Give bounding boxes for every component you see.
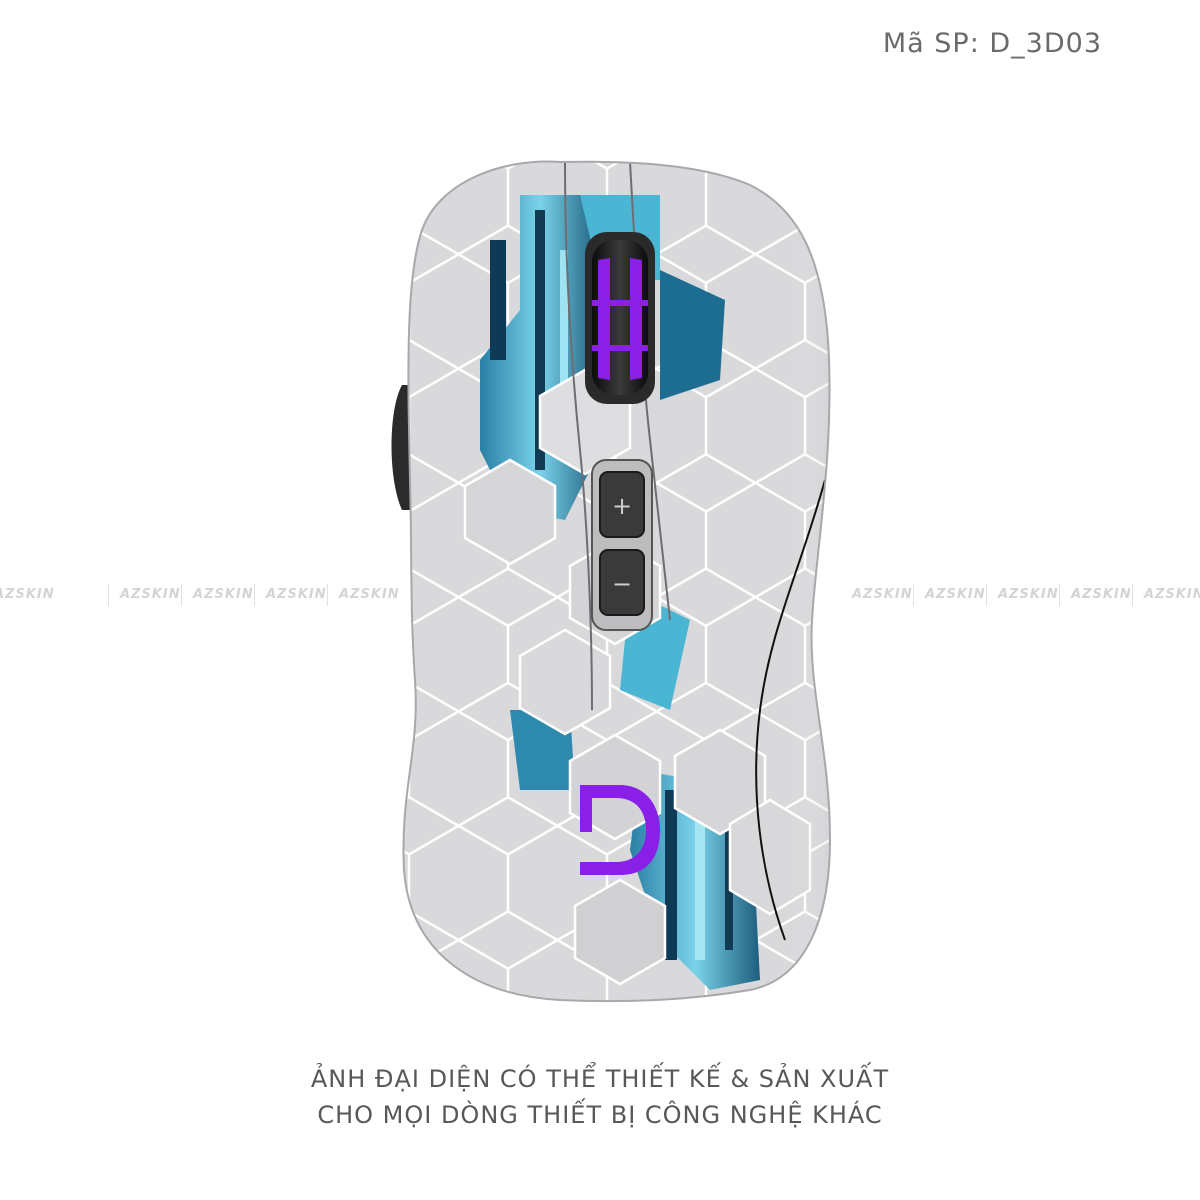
watermark-text: AZSKIN [120, 587, 181, 602]
plus-icon: + [612, 492, 632, 520]
watermark-divider [1059, 584, 1060, 606]
side-button-forward [391, 385, 412, 510]
watermark-text: AZSKIN [998, 587, 1059, 602]
watermark-divider [986, 584, 987, 606]
mouse-illustration: + − [391, 160, 832, 1003]
dpi-minus-button[interactable] [599, 549, 645, 616]
watermark-text: AZSKIN [266, 587, 327, 602]
watermark-text: AZSKIN [339, 587, 400, 602]
minus-icon: − [612, 570, 632, 598]
mouse-product-image: + − [330, 150, 870, 1050]
watermark-divider [1132, 584, 1133, 606]
watermark-text: AZSKIN [925, 587, 986, 602]
watermark-text: AZSKIN [193, 587, 254, 602]
scroll-wheel[interactable] [585, 232, 655, 404]
watermark-text: AZSKIN [0, 587, 55, 602]
watermark-divider [181, 584, 182, 606]
caption-line-2: CHO MỌI DÒNG THIẾT BỊ CÔNG NGHỆ KHÁC [317, 1101, 883, 1129]
product-code: Mã SP: D_3D03 [882, 28, 1102, 59]
caption-line-1: ẢNH ĐẠI DIỆN CÓ THỂ THIẾT KẾ & SẢN XUẤT [310, 1065, 890, 1093]
watermark-divider [327, 584, 328, 606]
watermark-divider [108, 584, 109, 606]
watermark-text: AZSKIN [852, 587, 913, 602]
watermark-text: AZSKIN [1071, 587, 1132, 602]
watermark-text: AZSKIN [1144, 587, 1200, 602]
brand-logo-icon [580, 785, 660, 875]
watermark-divider [913, 584, 914, 606]
dpi-plus-button[interactable] [599, 471, 645, 538]
watermark-divider [254, 584, 255, 606]
watermark-band: AZSKIN AZSKIN AZSKIN AZSKIN AZSKIN AZSKI… [0, 580, 1200, 610]
